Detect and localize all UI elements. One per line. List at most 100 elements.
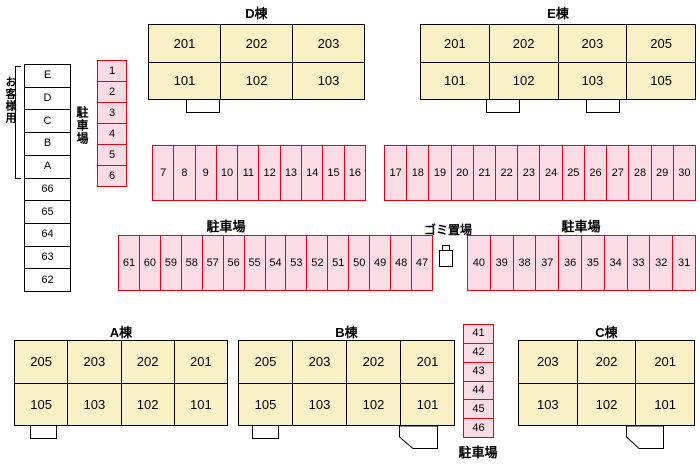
- room-cell: 205: [15, 341, 68, 383]
- room-cell: 202: [489, 25, 558, 62]
- room-cell: 202: [347, 341, 400, 383]
- room-cell: 203: [519, 341, 577, 383]
- parking-space: 51: [328, 236, 349, 290]
- building-c-label: C棟: [595, 325, 618, 340]
- room-cell: 205: [239, 341, 292, 383]
- parking-space: 10: [216, 146, 238, 200]
- parking-space: 65: [25, 201, 70, 223]
- parking-space: 32: [650, 236, 673, 290]
- room-cell: 101: [636, 383, 694, 425]
- parking-mid-left-label: 駐車場: [206, 219, 246, 234]
- building-e-label: E棟: [547, 6, 569, 21]
- parking-space: 34: [604, 236, 627, 290]
- parking-space: A: [25, 155, 70, 178]
- parking-space: C: [25, 110, 70, 133]
- parking-space: 63: [25, 246, 70, 269]
- parking-space: 15: [323, 146, 344, 200]
- parking-space: 30: [673, 146, 695, 200]
- room-cell: 205: [627, 25, 695, 62]
- room-cell: 201: [421, 25, 489, 62]
- parking-space: 28: [629, 146, 651, 200]
- parking-space: 20: [451, 146, 473, 200]
- parking-space: 66: [25, 178, 70, 201]
- room-cell: 101: [149, 62, 220, 99]
- parking-space: 8: [174, 146, 195, 200]
- parking-space: 24: [540, 146, 562, 200]
- building-d-entrance: [186, 100, 220, 113]
- room-cell: 102: [577, 383, 636, 425]
- parking-space: 56: [223, 236, 244, 290]
- parking-space: 13: [280, 146, 302, 200]
- parking-space: 5: [98, 145, 126, 165]
- garbage-bin-icon: [439, 245, 453, 267]
- parking-space: 9: [195, 146, 216, 200]
- room-cell: 201: [636, 341, 694, 383]
- parking-space: 26: [584, 146, 607, 200]
- parking-space: 35: [581, 236, 604, 290]
- room-cell: 101: [421, 62, 489, 99]
- room-cell: 103: [519, 383, 577, 425]
- building-e-entrance-2: [586, 100, 620, 113]
- customer-use-bracket: [15, 66, 21, 179]
- parking-space: 33: [627, 236, 650, 290]
- parking-space: 44: [464, 381, 493, 400]
- room-cell: 201: [149, 25, 220, 62]
- parking-space: 3: [98, 103, 126, 123]
- parking-space: 6: [98, 166, 126, 186]
- customer-use-label: お客様用: [4, 76, 16, 124]
- parking-space: 2: [98, 82, 126, 102]
- parking-space: 27: [607, 146, 629, 200]
- building-b-entrance: [252, 426, 279, 439]
- parking-space: E: [25, 65, 70, 87]
- parking-space: 18: [407, 146, 429, 200]
- parking-space: 58: [181, 236, 202, 290]
- room-cell: 203: [68, 341, 121, 383]
- parking-space: 40: [468, 236, 490, 290]
- garbage-area-label: ゴミ置場: [423, 223, 472, 237]
- parking-space: 1: [98, 61, 126, 81]
- building-a-entrance: [30, 426, 57, 439]
- building-a-label: A棟: [109, 325, 133, 340]
- room-cell: 103: [293, 62, 364, 99]
- parking-space: 7: [153, 146, 174, 200]
- parking-space: 46: [464, 419, 493, 437]
- parking-space: 17: [385, 146, 407, 200]
- building-c-stair-notch: [626, 426, 664, 449]
- parking-space: 43: [464, 362, 493, 381]
- room-cell: 102: [121, 383, 174, 425]
- room-cell: 102: [489, 62, 558, 99]
- parking-space: 36: [559, 236, 581, 290]
- parking-space: 54: [265, 236, 286, 290]
- parking-space: 62: [25, 269, 70, 291]
- parking-space: D: [25, 87, 70, 110]
- room-cell: 103: [558, 62, 627, 99]
- parking-space: 22: [496, 146, 518, 200]
- parking-space: 47: [412, 236, 432, 290]
- parking-space: 37: [536, 236, 559, 290]
- room-cell: 203: [558, 25, 627, 62]
- parking-space: 53: [286, 236, 307, 290]
- room-cell: 103: [293, 383, 346, 425]
- parking-space: 14: [302, 146, 323, 200]
- room-cell: 203: [293, 25, 364, 62]
- parking-space: 61: [119, 236, 139, 290]
- parking-space: 57: [202, 236, 223, 290]
- parking-space: 38: [513, 236, 536, 290]
- parking-left-vertical-label: 駐車場: [75, 106, 89, 145]
- building-b-stair-notch: [399, 426, 438, 449]
- parking-space: 64: [25, 223, 70, 246]
- parking-space: 4: [98, 124, 126, 144]
- parking-space: 55: [244, 236, 265, 290]
- room-cell: 202: [577, 341, 636, 383]
- building-d-label: D棟: [245, 6, 268, 21]
